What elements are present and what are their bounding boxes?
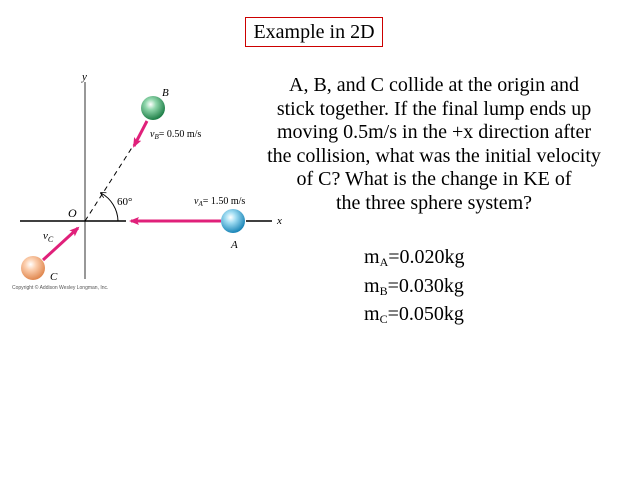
velocity-b-arrow	[132, 120, 149, 148]
velocity-b-label: vB= 0.50 m/s	[150, 129, 201, 141]
slide-title-text: Example in 2D	[253, 20, 375, 43]
problem-statement: A, B, and C collide at the origin and st…	[250, 74, 618, 215]
origin-label: O	[68, 206, 77, 220]
problem-line: stick together. If the final lump ends u…	[276, 97, 592, 120]
slide-title: Example in 2D	[245, 17, 383, 47]
angle-label: 60°	[117, 196, 132, 208]
problem-line: A, B, and C collide at the origin and	[289, 74, 579, 96]
sphere-c	[21, 256, 45, 280]
velocity-c-label: vC	[43, 230, 54, 244]
sphere-c-label: C	[50, 271, 58, 283]
sphere-b	[141, 96, 165, 120]
sphere-b-label: B	[162, 87, 169, 99]
sphere-a-label: A	[230, 239, 238, 251]
problem-line: the collision, what was the initial velo…	[267, 144, 601, 167]
mass-a: mA=0.020kg	[364, 246, 465, 269]
sphere-a	[221, 209, 245, 233]
velocity-a-label: vA= 1.50 m/s	[194, 196, 245, 208]
problem-line: moving 0.5m/s in the +x direction after	[277, 121, 591, 143]
angle-arc	[101, 193, 119, 222]
copyright-notice: Copyright © Addison Wesley Longman, Inc.	[12, 284, 108, 291]
problem-line: the three sphere system?	[335, 191, 533, 214]
mass-list: mA=0.020kg mB=0.030kg mC=0.050kg	[364, 246, 465, 332]
b-path-dashed-line	[84, 145, 134, 222]
problem-line: of C? What is the change in KE of	[296, 168, 572, 190]
velocity-c-arrow	[41, 226, 80, 262]
collision-diagram: y x O 60° B vB= 0.50 m/s A vA= 1.50 m/s …	[12, 71, 282, 291]
y-axis-label: y	[81, 71, 87, 83]
mass-c: mC=0.050kg	[364, 303, 464, 326]
mass-b: mB=0.030kg	[364, 274, 464, 298]
x-axis-label: x	[276, 215, 282, 227]
